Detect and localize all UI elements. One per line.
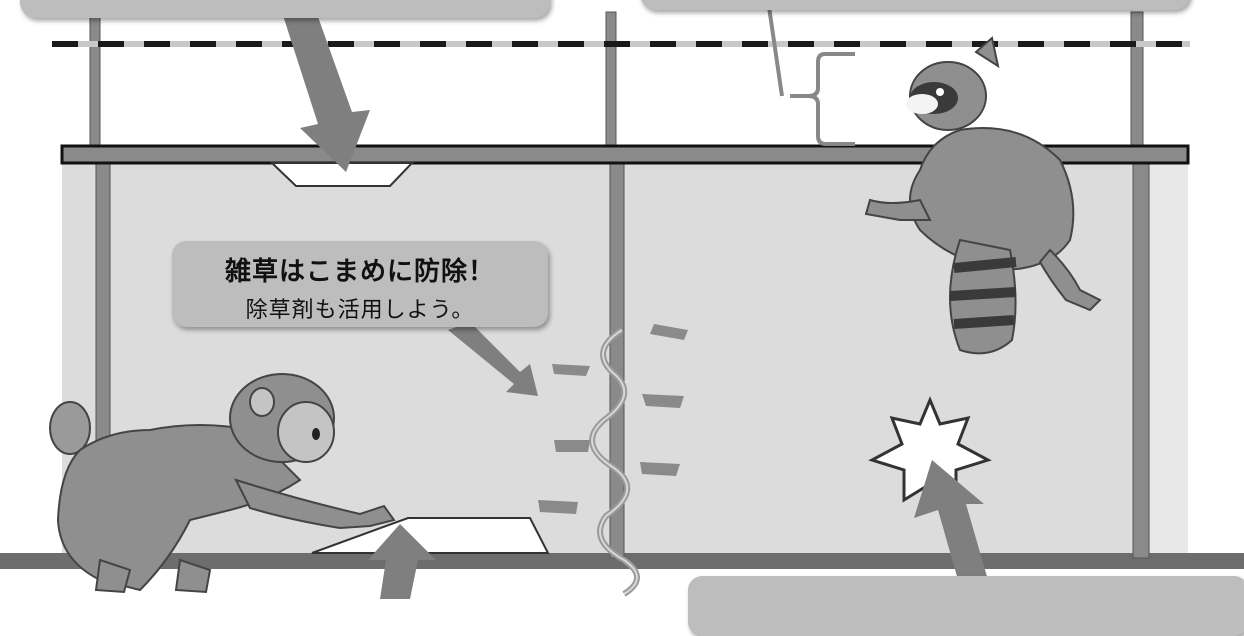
arrow-hole <box>914 460 988 580</box>
monkey-icon <box>49 373 396 594</box>
rail-gap-marker <box>269 162 415 187</box>
bottom-right-callout <box>688 576 1244 636</box>
top-right-callout <box>640 0 1190 10</box>
fence-panel-right-strip <box>1150 163 1188 563</box>
weed-control-callout: 雑草はこまめに防除！ 除草剤も活用しよう。 <box>172 241 548 327</box>
raccoon-icon <box>864 36 1102 355</box>
weed-vine-icon <box>538 324 688 597</box>
fence-scene <box>0 0 1244 599</box>
bracket-leader <box>766 0 784 97</box>
height-bracket <box>790 52 855 146</box>
weed-callout-subtext: 除草剤も活用しよう。 <box>245 298 475 323</box>
arrow-top-left <box>278 0 370 172</box>
ground-gap-marker <box>311 517 550 554</box>
weed-callout-heading: 雑草はこまめに防除！ <box>224 257 495 287</box>
fence-panel-right <box>638 163 1188 563</box>
arrow-weed <box>448 322 538 396</box>
top-left-callout <box>20 0 550 18</box>
arrows <box>278 0 988 599</box>
arrow-ground-gap <box>368 524 436 599</box>
